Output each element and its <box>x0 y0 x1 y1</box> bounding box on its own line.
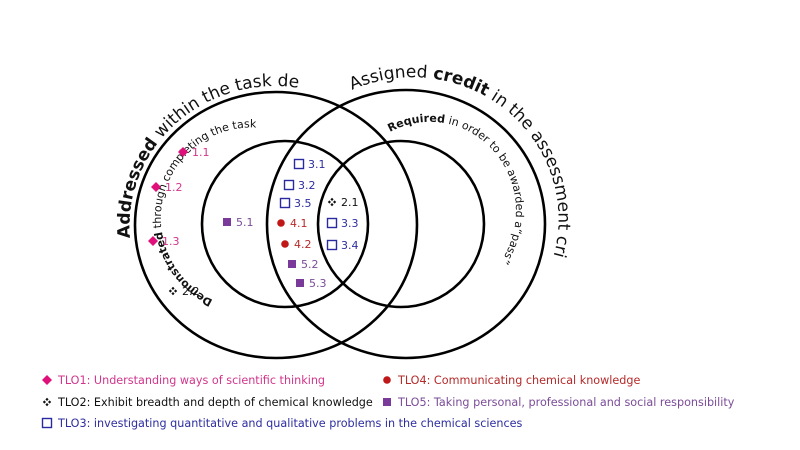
outcome-item-5-3: 5.3 <box>296 277 327 290</box>
circle-icon <box>277 219 285 227</box>
outcome-item-4-1: 4.1 <box>277 217 308 230</box>
legend-text: TLO3: investigating quantitative and qua… <box>58 416 523 430</box>
diamond-icon <box>148 236 158 246</box>
label-required: Required in order to be awarded a“pass” <box>386 112 527 267</box>
outcome-markers: 1.1 1.2 1.3 2.2 5.1 3.1 3.2 3.5 4.1 4.2 5.2 5.3 2.1 3… <box>148 146 359 298</box>
square-icon <box>288 260 296 268</box>
outcome-item-3-5: 3.5 <box>279 197 312 210</box>
square-icon <box>223 218 231 226</box>
open-square-icon <box>293 158 305 170</box>
legend-item-tlo3: TLO3: investigating quantitative and qua… <box>40 416 522 430</box>
clover-icon <box>42 397 52 407</box>
outcome-item-1-1: 1.1 <box>178 146 210 159</box>
outer-right-circle-credit <box>265 88 547 360</box>
outcome-item-2-2: 2.2 <box>168 285 200 298</box>
outcome-item-5-2: 5.2 <box>288 258 319 271</box>
outcome-label: 4.1 <box>290 217 308 230</box>
outcome-label: 4.2 <box>294 238 312 251</box>
outcome-item-3-3: 3.3 <box>326 217 359 230</box>
outcome-item-1-2: 1.2 <box>151 181 183 194</box>
outcome-item-3-4: 3.4 <box>326 239 359 252</box>
open-square-icon <box>326 239 338 251</box>
circle-icon <box>281 240 289 248</box>
clover-icon <box>327 197 337 207</box>
square-icon <box>383 398 391 406</box>
outcome-item-4-2: 4.2 <box>281 238 312 251</box>
legend-item-tlo4: TLO4: Communicating chemical knowledge <box>380 373 640 387</box>
legend-text: TLO2: Exhibit breadth and depth of chemi… <box>58 395 373 409</box>
circle-icon <box>383 376 391 384</box>
open-square-icon <box>326 217 338 229</box>
legend-text: TLO5: Taking personal, professional and … <box>398 395 735 409</box>
outcome-label: 3.5 <box>294 197 312 210</box>
outcome-label: 3.3 <box>341 217 359 230</box>
legend-item-tlo2: TLO2: Exhibit breadth and depth of chemi… <box>40 395 373 409</box>
outcome-item-3-1: 3.1 <box>293 158 326 171</box>
outcome-label: 5.2 <box>301 258 319 271</box>
outcome-label: 3.2 <box>298 179 316 192</box>
outcome-label: 5.3 <box>309 277 327 290</box>
legend-text: TLO1: Understanding ways of scientific t… <box>58 373 326 387</box>
outcome-item-2-1: 2.1 <box>327 196 359 209</box>
outcome-label: 2.1 <box>341 196 359 209</box>
open-square-icon <box>41 417 53 429</box>
open-square-icon <box>279 197 291 209</box>
legend-item-tlo5: TLO5: Taking personal, professional and … <box>380 395 734 409</box>
legend-item-tlo1: TLO1: Understanding ways of scientific t… <box>40 373 325 387</box>
outcome-label: 5.1 <box>236 216 254 229</box>
outcome-label: 1.3 <box>162 235 180 248</box>
clover-icon <box>168 286 178 296</box>
outcome-label: 1.2 <box>165 181 183 194</box>
outcome-label: 1.1 <box>192 146 210 159</box>
inner-right-circle-required <box>316 139 486 309</box>
legend-text: TLO4: Communicating chemical knowledge <box>398 373 641 387</box>
inner-left-circle-demonstrated <box>200 139 370 309</box>
diamond-icon <box>151 182 161 192</box>
open-square-icon <box>283 179 295 191</box>
diamond-icon <box>178 147 188 157</box>
diamond-icon <box>42 375 52 385</box>
outer-left-circle-addressed <box>133 90 419 360</box>
label-assigned-credit: Assigned credit in the assessment criter… <box>0 0 574 260</box>
outcome-label: 2.2 <box>182 285 200 298</box>
outcome-item-5-1: 5.1 <box>223 216 254 229</box>
outcome-item-3-2: 3.2 <box>283 179 316 192</box>
outcome-label: 3.1 <box>308 158 326 171</box>
outcome-label: 3.4 <box>341 239 359 252</box>
outcome-item-1-3: 1.3 <box>148 235 180 248</box>
square-icon <box>296 279 304 287</box>
